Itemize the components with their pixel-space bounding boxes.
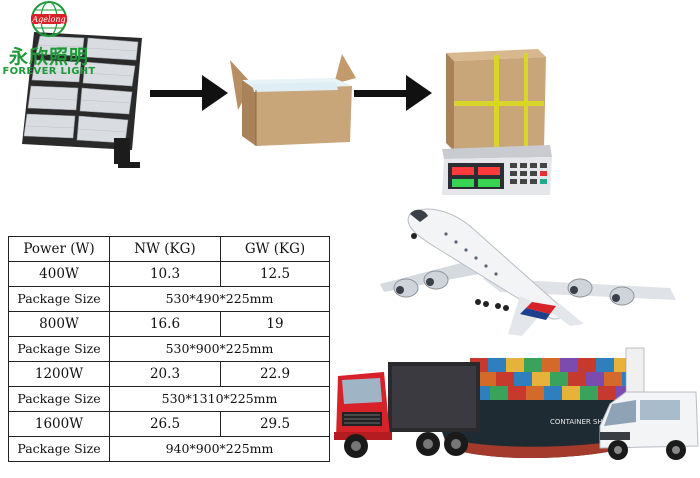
table-row: 400W 10.3 12.5 <box>8 261 330 287</box>
gw-cell: 29.5 <box>220 411 330 437</box>
package-size-cell: 530*900*225mm <box>109 336 330 362</box>
package-label-cell: Package Size <box>8 386 110 412</box>
power-cell: 400W <box>8 261 110 287</box>
table-header-row: Power (W) NW (KG) GW (KG) <box>8 236 330 262</box>
brand-english-name: FOREVER LIGHT <box>2 66 96 77</box>
column-header-nw: NW (KG) <box>109 236 221 262</box>
floodlight-fixture-image <box>22 32 142 168</box>
red-truck-image <box>334 362 480 458</box>
package-label-cell: Package Size <box>8 286 110 312</box>
ship-hull-text: CONTAINER SHIP <box>550 418 609 426</box>
column-header-gw: GW (KG) <box>220 236 330 262</box>
weighing-scale-with-box-image <box>442 49 552 195</box>
white-van-image <box>599 391 699 460</box>
package-label-cell: Package Size <box>8 336 110 362</box>
logo-ring-text: Agelong <box>31 15 65 24</box>
brand-chinese-name: 永欣照明 <box>8 46 89 68</box>
nw-cell: 16.6 <box>109 311 221 337</box>
table-row: 800W 16.6 19 <box>8 311 330 337</box>
package-size-cell: 530*1310*225mm <box>109 386 330 412</box>
package-label-cell: Package Size <box>8 436 110 462</box>
power-cell: 1600W <box>8 411 110 437</box>
container-ship-image: CONTAINER SHIP <box>430 347 654 459</box>
nw-cell: 20.3 <box>109 361 221 387</box>
package-row: Package Size 530*1310*225mm <box>8 386 330 412</box>
nw-cell: 26.5 <box>109 411 221 437</box>
globe-logo-icon: Agelong <box>31 1 67 37</box>
gw-cell: 22.9 <box>220 361 330 387</box>
power-cell: 800W <box>8 311 110 337</box>
package-size-cell: 940*900*225mm <box>109 436 330 462</box>
package-row: Package Size 940*900*225mm <box>8 436 330 462</box>
table-row: 1200W 20.3 22.9 <box>8 361 330 387</box>
column-header-power: Power (W) <box>8 236 110 262</box>
open-carton-box-image <box>230 54 356 146</box>
arrow-right-icon <box>150 75 228 111</box>
power-cell: 1200W <box>8 361 110 387</box>
gw-cell: 19 <box>220 311 330 337</box>
arrow-right-icon <box>354 75 432 111</box>
airplane-image <box>380 208 676 336</box>
nw-cell: 10.3 <box>109 261 221 287</box>
brand-logo: Agelong 永欣照明 FOREVER LIGHT <box>0 0 98 80</box>
package-row: Package Size 530*900*225mm <box>8 336 330 362</box>
specification-table: Power (W) NW (KG) GW (KG) 400W 10.3 12.5… <box>8 236 330 462</box>
gw-cell: 12.5 <box>220 261 330 287</box>
table-row: 1600W 26.5 29.5 <box>8 411 330 437</box>
package-row: Package Size 530*490*225mm <box>8 286 330 312</box>
package-size-cell: 530*490*225mm <box>109 286 330 312</box>
